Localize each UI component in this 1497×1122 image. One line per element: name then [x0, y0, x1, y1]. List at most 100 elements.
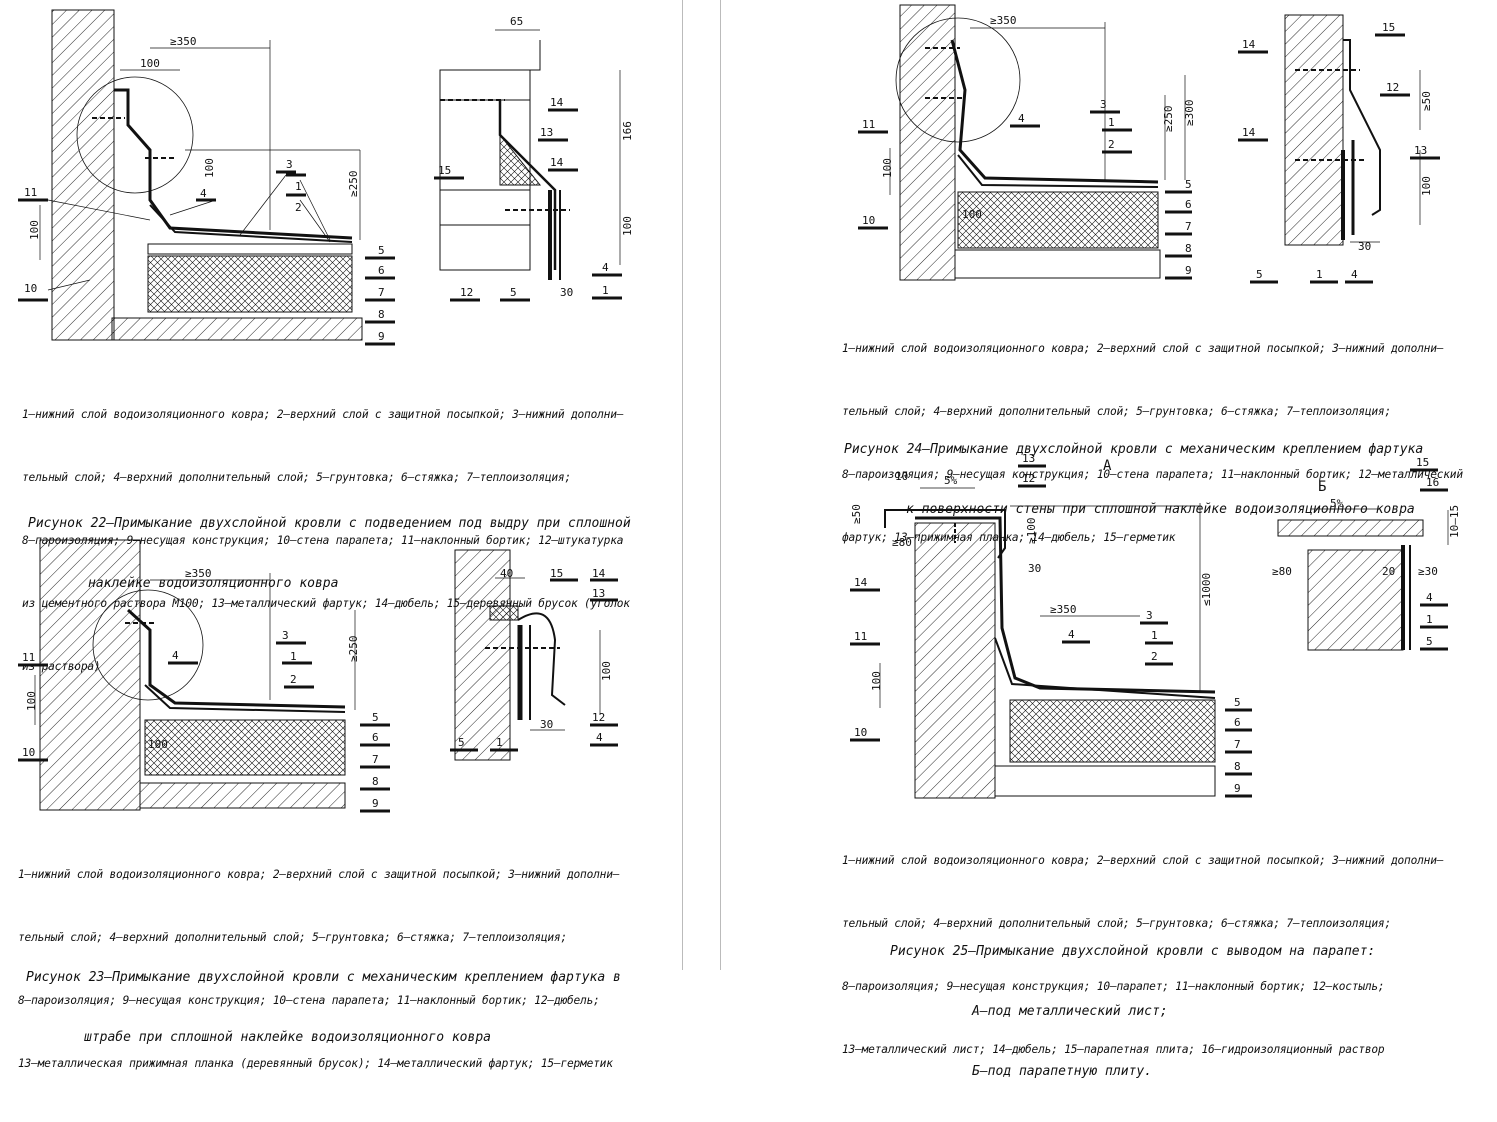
fig25-dim-100-top: ≥100: [1025, 518, 1038, 545]
fig25-dim-80: ≥80: [892, 536, 912, 549]
fig24-detail-drawing: ≥50 100 30 14 15 12 14 13 5 1 4: [1238, 14, 1440, 284]
fig24-legend-line: 1–нижний слой водоизоляционного ковра; 2…: [842, 342, 1444, 355]
fig25-b-dim-80: ≥80: [1272, 565, 1292, 578]
fig22-dim-250: ≥250: [347, 171, 360, 198]
fig24-label-9: 9: [1185, 264, 1192, 277]
fig24-detail-label-13: 13: [1414, 144, 1427, 157]
fig24-dim-100-inner: 100: [962, 208, 982, 221]
fig25-label-13: 13: [1022, 452, 1035, 465]
fig25-label-12: 12: [1022, 472, 1035, 485]
fig25-dim-50: ≥50: [850, 504, 863, 524]
fig23-label-11: 11: [22, 651, 35, 664]
fig24-detail-label-1: 1: [1316, 268, 1323, 281]
fig23-base-slab: [139, 782, 346, 809]
fig24-label-10: 10: [862, 214, 875, 227]
fig23-detail-label-14: 14: [592, 567, 606, 580]
fig22-detail-label-5: 5: [510, 286, 517, 299]
fig25-label-9: 9: [1234, 782, 1241, 795]
fig22-detail-label-12: 12: [460, 286, 473, 299]
fig22-label-1: 1: [295, 180, 302, 193]
fig24-detail-label-15: 15: [1382, 21, 1395, 34]
fig25-b-label-4: 4: [1426, 591, 1433, 604]
fig22-label-8: 8: [378, 308, 385, 321]
fig23-dim-100-left: 100: [25, 691, 38, 711]
fig25-view-b-drawing: Б 5% 10–15 ≥80 20 ≥30 15 16 4 1 5: [1272, 456, 1461, 651]
fig23-label-3: 3: [282, 629, 289, 642]
fig23-detail-drawing: 40 100 30 15 14 13 12 5 1 4: [450, 549, 618, 761]
fig23-label-10: 10: [22, 746, 35, 759]
fig23-label-6: 6: [372, 731, 379, 744]
fig23-detail-dim-30: 30: [540, 718, 553, 731]
fig25-dim-100-left: 100: [870, 671, 883, 691]
fig24-dim-100-left: 100: [881, 158, 894, 178]
fig25-label-14: 14: [854, 576, 868, 589]
fig22-label-7: 7: [378, 286, 385, 299]
fig24-detail-label-4: 4: [1351, 268, 1358, 281]
fig23-parapet-wall: [39, 539, 141, 811]
fig22-main-drawing: ≥350 100 100 ≥250 100 1 2 3 4 5 6 7: [18, 9, 395, 346]
fig23-legend-line: тельный слой; 4–верхний дополнительный с…: [18, 931, 567, 944]
fig23-legend-line: 1–нижний слой водоизоляционного ковра; 2…: [18, 868, 620, 881]
fig22-detail-label-13: 13: [540, 126, 553, 139]
fig24-label-7: 7: [1185, 220, 1192, 233]
page-gutter: [680, 0, 760, 970]
fig23-label-1: 1: [290, 650, 297, 663]
fig24-dim-250: ≥250: [1162, 106, 1175, 133]
fig24-label-4: 4: [1018, 112, 1025, 125]
fig25-label-10: 10: [854, 726, 867, 739]
fig22-detail-label-4: 4: [602, 261, 609, 274]
fig24-dim-300: ≥300: [1183, 100, 1196, 127]
fig25-caption-line: Рисунок 25–Примыкание двухслойной кровли…: [890, 944, 1376, 959]
fig24-label-8: 8: [1185, 242, 1192, 255]
fig22-label-2: 2: [295, 201, 302, 214]
fig25-label-8: 8: [1234, 760, 1241, 773]
fig23-label-7: 7: [372, 753, 379, 766]
fig25-b-label-1: 1: [1426, 613, 1433, 626]
fig22-parapet-wall: [51, 9, 115, 341]
fig23-caption-line: Рисунок 23–Примыкание двухслойной кровли…: [26, 970, 621, 985]
fig24-label-1: 1: [1108, 116, 1115, 129]
fig22-dim-100-top: 100: [140, 57, 160, 70]
fig25-caption-line: Б–под парапетную плиту.: [972, 1064, 1153, 1079]
fig23-detail-label-15: 15: [550, 567, 563, 580]
fig25-caption: Рисунок 25–Примыкание двухслойной кровли…: [890, 902, 1450, 1122]
fig23-detail-circle: [92, 589, 204, 701]
fig24-label-2: 2: [1108, 138, 1115, 151]
fig24-label-5: 5: [1185, 178, 1192, 191]
fig24-label-3: 3: [1100, 98, 1107, 111]
fig24-legend-line: тельный слой; 4–верхний дополнительный с…: [842, 405, 1391, 418]
fig22-dim-100-mid: 100: [203, 158, 216, 178]
fig23-insulation: [144, 719, 346, 776]
fig25-label-6: 6: [1234, 716, 1241, 729]
fig24-main-drawing: ≥350 ≥250 ≥300 100 100 3 1 2 4 5 6 7 8 9…: [858, 4, 1196, 281]
fig23-main-drawing: ≥350 ≥250 100 100 1 2 3 4 5 6 7 8 9 10 1…: [18, 539, 390, 813]
fig24-dim-350: ≥350: [990, 14, 1017, 27]
fig23-detail-label-13: 13: [592, 587, 605, 600]
fig22-detail-circle: [76, 76, 194, 194]
fig25-label-11: 11: [854, 630, 867, 643]
fig22-detail-label-1: 1: [602, 284, 609, 297]
fig25-legend-line: 1–нижний слой водоизоляционного ковра; 2…: [842, 854, 1444, 867]
fig24-detail-dim-50: ≥50: [1420, 91, 1433, 111]
fig25-dim-350: ≥350: [1050, 603, 1077, 616]
fig24-detail-dim-30: 30: [1358, 240, 1371, 253]
fig25-label-3: 3: [1146, 609, 1153, 622]
fig22-label-10: 10: [24, 282, 37, 295]
fig22-legend-line: тельный слой; 4–верхний дополнительный с…: [22, 471, 571, 484]
fig22-callouts: [18, 170, 395, 346]
fig22-base-slab: [111, 317, 363, 341]
fig23-label-5: 5: [372, 711, 379, 724]
fig24-label-6: 6: [1185, 198, 1192, 211]
fig25-b-label-15: 15: [1416, 456, 1429, 469]
fig22-dim-100-left: 100: [28, 220, 41, 240]
fig23-detail-label-12: 12: [592, 711, 605, 724]
fig24-label-11: 11: [862, 118, 875, 131]
fig25-slope-a: 5%: [944, 474, 958, 487]
fig22-label-5: 5: [378, 244, 385, 257]
fig22-detail-label-14a: 14: [550, 96, 564, 109]
fig22-label-4: 4: [200, 187, 207, 200]
fig24-detail-dim-100: 100: [1420, 176, 1433, 196]
fig25-b-dim-20: 20: [1382, 565, 1395, 578]
fig25-legend-line: тельный слой; 4–верхний дополнительный с…: [842, 917, 1391, 930]
fig23-detail-dim-100: 100: [600, 661, 613, 681]
